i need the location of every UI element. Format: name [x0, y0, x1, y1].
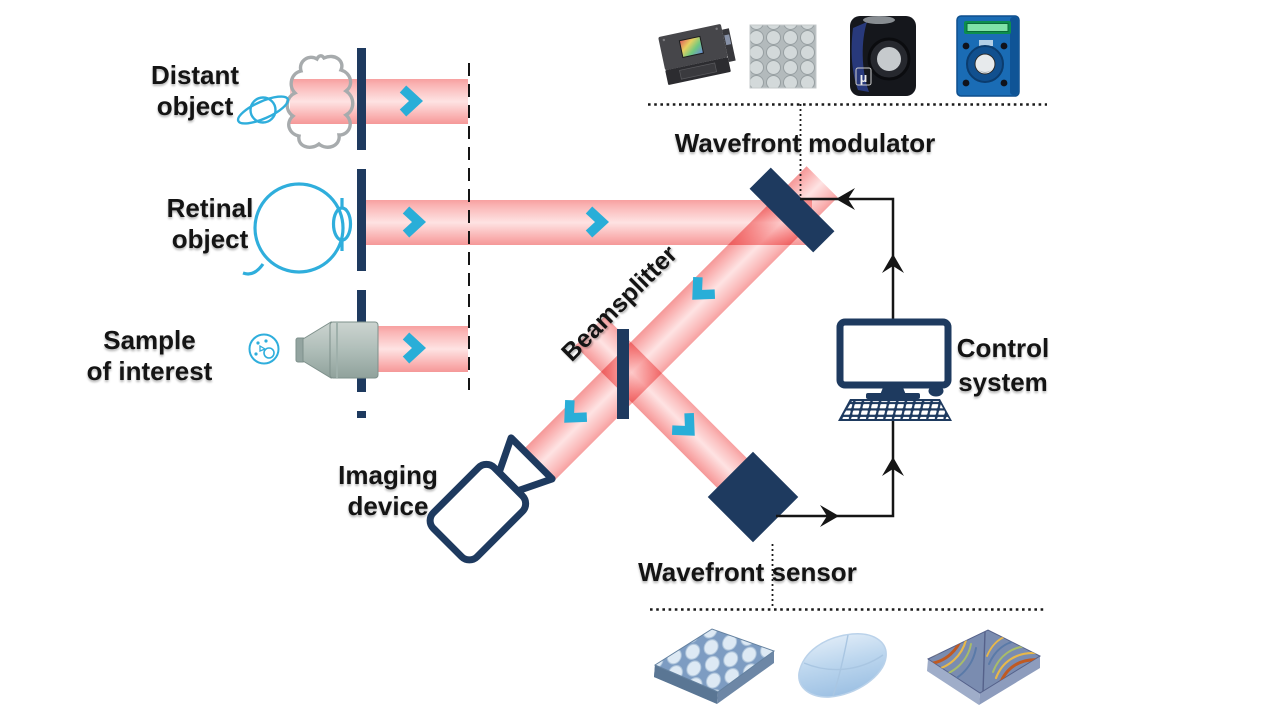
label-wavefront-sensor: Wavefront sensor	[638, 557, 857, 587]
beam-chevrons	[399, 85, 716, 436]
eye-icon	[242, 182, 353, 276]
illustration-wavefront-surface	[798, 633, 887, 698]
beamsplitter-plate	[617, 329, 629, 419]
label-distant-object: Distant object	[150, 60, 240, 121]
signal-arrow	[882, 457, 904, 476]
label-sample-of-interest: Sample of interest	[86, 325, 213, 386]
beam-modulator-to-camera	[523, 166, 838, 481]
video-camera-icon	[426, 434, 556, 564]
signal-arrow	[836, 188, 855, 210]
beam-chevron	[671, 412, 695, 436]
mu-logo: µ	[860, 70, 868, 85]
label-imaging-device: Imaging device	[338, 460, 438, 521]
label-wavefront-modulator: Wavefront modulator	[674, 128, 936, 158]
beam-chevron	[402, 332, 427, 364]
illustration-microlens-array	[653, 628, 776, 704]
objective-icon	[295, 321, 379, 379]
dotted-separators	[648, 103, 1047, 611]
photo-spatial-light-modulator	[658, 24, 736, 85]
photo-segmented-mems-mirror	[749, 24, 817, 89]
signal-arrow	[882, 254, 904, 273]
signal-arrow	[820, 505, 839, 527]
modulator-mirror	[749, 167, 835, 253]
label-retinal-object: Retinal object	[166, 193, 254, 254]
illustration-wavefront-slope-map	[926, 629, 1042, 705]
photo-deformable-mirror-module	[956, 15, 1020, 97]
beam-chevron	[402, 206, 427, 238]
cloud-icon	[285, 54, 355, 149]
signal-arrows	[820, 188, 904, 527]
cell-icon	[248, 333, 280, 365]
beam-chevron	[585, 206, 610, 238]
label-control-system: Control system	[956, 333, 1050, 397]
beam-chevron	[399, 85, 424, 117]
beam-distant-object	[290, 79, 468, 124]
beam-chevron	[692, 276, 716, 300]
beam-chevron	[564, 399, 588, 423]
photo-deformable-mirror-cube: µ	[850, 16, 916, 96]
computer-icon	[836, 318, 952, 421]
saturn-icon	[236, 95, 290, 125]
